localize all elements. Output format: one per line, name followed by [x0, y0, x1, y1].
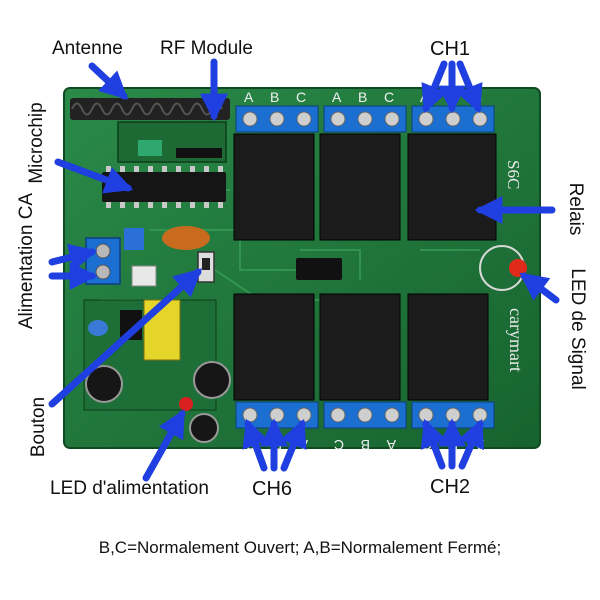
board-letter-top-1: A	[244, 89, 254, 105]
callout-arrows	[48, 58, 560, 482]
orange-capacitor	[162, 226, 210, 250]
arrow-ch1-a	[421, 60, 448, 114]
label-button: Bouton	[28, 396, 49, 458]
rf-module-chip	[138, 140, 162, 156]
board-letter-bottom-3: A	[298, 437, 308, 453]
board-letter-bottom-4: C	[334, 437, 344, 453]
antenna-coil	[70, 98, 230, 120]
board-letter-top-4: A	[332, 89, 342, 105]
arrow-microchip	[54, 158, 134, 194]
board-letter-top-5: B	[358, 89, 367, 105]
arrow-power-led	[142, 409, 186, 482]
board-brand: carymart	[506, 308, 526, 372]
relays	[233, 133, 497, 401]
board-letter-top-6: C	[384, 89, 394, 105]
board-letter-bottom-5: B	[361, 437, 370, 453]
white-connector	[131, 265, 157, 287]
label-power-ac: Alimentation CA	[16, 192, 37, 330]
terminal-blocks-top	[235, 105, 495, 133]
signal-led	[509, 259, 527, 277]
board-model: S6C	[504, 160, 523, 189]
arrow-button	[48, 268, 203, 408]
label-antenna: Antenne	[52, 38, 123, 59]
board-letter-top-3: C	[296, 89, 306, 105]
button-switch-knob	[202, 258, 210, 270]
label-microchip: Microchip	[26, 102, 47, 184]
arrow-ch2-c	[458, 418, 485, 470]
electrolytic-capacitor-2	[193, 361, 231, 399]
arrow-ch6-c	[280, 418, 307, 472]
electrolytic-capacitor-1	[85, 365, 123, 403]
arrow-signal-led	[519, 272, 560, 304]
arrow-ch6-a	[242, 418, 269, 472]
arrow-power-ac-a	[48, 243, 98, 272]
power-led	[179, 397, 193, 411]
label-power-led: LED d'alimentation	[50, 478, 209, 499]
arrow-antenna	[88, 62, 129, 100]
label-rf-module: RF Module	[160, 38, 253, 59]
rf-module-pins	[176, 148, 222, 158]
board-letter-bottom-6: A	[386, 437, 396, 453]
arrow-ch2-a	[420, 418, 448, 470]
driver-chip	[296, 258, 342, 280]
arrow-ch1-c	[456, 60, 483, 114]
label-relays: Relais	[565, 182, 586, 236]
electrolytic-capacitor-3	[189, 413, 219, 443]
label-signal-led: LED de Signal	[567, 268, 588, 390]
label-ch1: CH1	[430, 38, 471, 60]
caption: B,C=Normalement Ouvert; A,B=Normalement …	[98, 538, 502, 557]
label-ch6: CH6	[252, 478, 293, 500]
board-letter-top-2: B	[270, 89, 279, 105]
blue-component	[124, 228, 144, 250]
label-ch2: CH2	[430, 476, 471, 498]
